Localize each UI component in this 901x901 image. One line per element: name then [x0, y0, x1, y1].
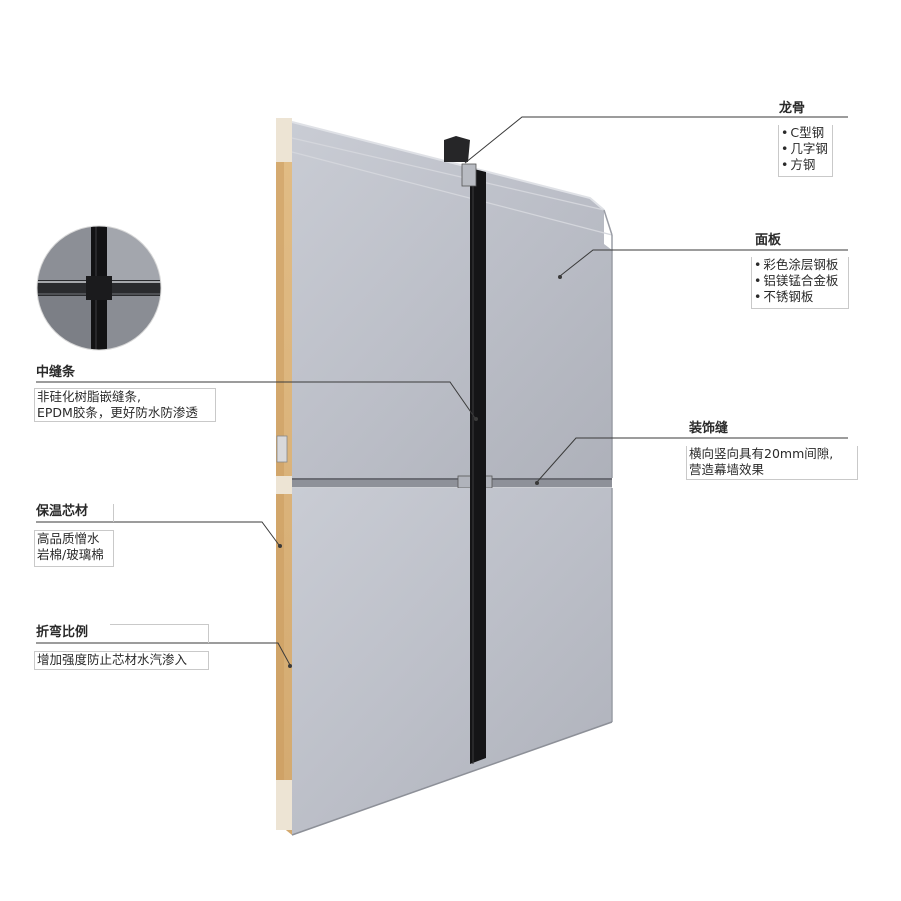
lower-panel	[292, 488, 612, 835]
keel-options: C型钢 几字钢 方钢	[778, 125, 833, 177]
decor-seam-line: 横向竖向具有20mm间隙,	[689, 446, 855, 462]
center-seam-title: 中缝条	[36, 365, 75, 381]
panel-option: 彩色涂层钢板	[754, 257, 846, 273]
panel-options: 彩色涂层钢板 铝镁锰合金板 不锈钢板	[751, 257, 849, 309]
insulation-line: 高品质憎水	[37, 531, 111, 547]
keel-option: 方钢	[781, 157, 830, 173]
keel-option: 几字钢	[781, 141, 830, 157]
panel-title: 面板	[755, 233, 781, 249]
bend-desc: 增加强度防止芯材水汽渗入	[34, 651, 209, 670]
center-seam-line: EPDM胶条，更好防水防渗透	[37, 405, 213, 421]
insulation-line: 岩棉/玻璃棉	[37, 547, 111, 563]
keel-option: C型钢	[781, 125, 830, 141]
upper-panel	[292, 122, 612, 478]
insulation-title: 保温芯材	[36, 504, 88, 520]
decor-seam-title: 装饰缝	[689, 421, 728, 437]
insulation-box-frame	[113, 504, 114, 522]
insulation-desc: 高品质憎水 岩棉/玻璃棉	[34, 530, 114, 567]
center-seam-line: 非硅化树脂嵌缝条,	[37, 389, 213, 405]
panel-option: 不锈钢板	[754, 289, 846, 305]
keel-title: 龙骨	[779, 101, 805, 117]
decor-seam-line: 营造幕墙效果	[689, 462, 855, 478]
center-seam-desc: 非硅化树脂嵌缝条, EPDM胶条，更好防水防渗透	[34, 388, 216, 422]
detail-magnifier	[37, 226, 167, 356]
insulation-core	[276, 118, 292, 835]
bend-line: 增加强度防止芯材水汽渗入	[37, 652, 206, 668]
decor-seam-desc: 横向竖向具有20mm间隙, 营造幕墙效果	[686, 446, 858, 480]
bend-box-top	[110, 624, 209, 625]
bend-box-frame	[208, 624, 209, 643]
bend-title: 折弯比例	[36, 625, 88, 641]
panel-option: 铝镁锰合金板	[754, 273, 846, 289]
